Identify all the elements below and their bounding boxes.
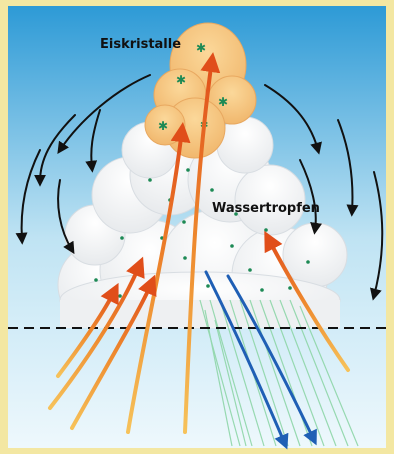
dot-icon: [182, 220, 186, 224]
dot-icon: [148, 178, 152, 182]
dot-icon: [186, 168, 190, 172]
star-icon: ✱: [158, 119, 168, 133]
dot-icon: [210, 188, 214, 192]
dot-icon: [248, 268, 252, 272]
dot-icon: [230, 244, 234, 248]
star-icon: ✱: [176, 73, 186, 87]
dot-icon: [264, 228, 268, 232]
water-droplets-label: Wassertropfen: [212, 201, 320, 216]
dot-icon: [94, 278, 98, 282]
dot-icon: [206, 284, 210, 288]
dot-icon: [288, 286, 292, 290]
dot-icon: [118, 294, 122, 298]
ice-crystals-label: Eiskristalle: [100, 37, 181, 52]
dot-icon: [306, 260, 310, 264]
dot-icon: [183, 256, 187, 260]
dot-icon: [120, 236, 124, 240]
dot-icon: [260, 288, 264, 292]
star-icon: ✱: [218, 95, 228, 109]
star-icon: ✱: [196, 41, 206, 55]
